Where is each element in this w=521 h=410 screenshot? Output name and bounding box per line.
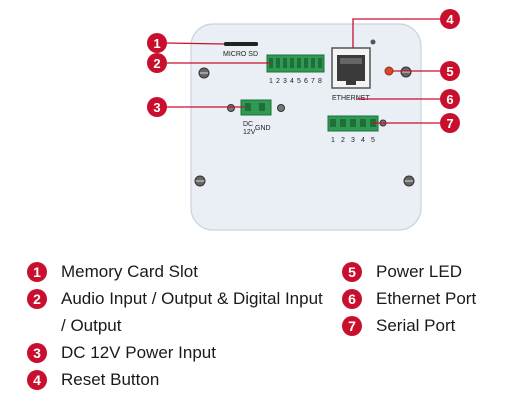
legend-label-4: Reset Button xyxy=(61,370,160,389)
terminal-screw xyxy=(297,58,301,68)
micro-sd-slot xyxy=(224,42,258,46)
legend-badge-4: 4 xyxy=(27,370,47,390)
screw-icon xyxy=(277,104,285,112)
legend-left-column: 1 Memory Card Slot 2 Audio Input / Outpu… xyxy=(27,258,327,393)
legend-item-dc-power: 3 DC 12V Power Input xyxy=(27,339,327,366)
svg-text:5: 5 xyxy=(446,64,453,79)
pin-number-label: 1 xyxy=(331,137,335,144)
pin-number-label: 8 xyxy=(318,78,322,85)
svg-text:6: 6 xyxy=(446,92,453,107)
callout-badge-7: 7 xyxy=(440,113,460,133)
legend-badge-1: 1 xyxy=(27,262,47,282)
legend-item-serial-port: 7 Serial Port xyxy=(342,312,517,339)
svg-text:1: 1 xyxy=(153,36,160,51)
pin-number-label: 3 xyxy=(283,78,287,85)
legend-badge-6: 6 xyxy=(342,289,362,309)
leader-line-4 xyxy=(352,18,440,48)
callout-badge-3: 3 xyxy=(147,97,167,117)
pin-number-label: 7 xyxy=(311,78,315,85)
pin-number-label: 4 xyxy=(290,78,294,85)
terminal-screw xyxy=(304,58,308,68)
callout-badge-4: 4 xyxy=(440,9,460,29)
terminal-screw xyxy=(340,119,346,127)
pin-number-label: 6 xyxy=(304,78,308,85)
terminal-screw xyxy=(360,119,366,127)
micro-sd-label: MICRO SD xyxy=(223,51,258,58)
serial-port-terminal xyxy=(327,115,379,132)
svg-text:2: 2 xyxy=(153,56,160,71)
terminal-screw xyxy=(318,58,322,68)
screw-icon xyxy=(227,104,235,112)
legend-label-2: Audio Input / Output & Digital Input / O… xyxy=(61,289,323,335)
legend-item-audio-io: 2 Audio Input / Output & Digital Input /… xyxy=(27,285,327,339)
legend-item-reset-button: 4 Reset Button xyxy=(27,366,327,393)
callout-badge-5: 5 xyxy=(440,61,460,81)
pin-number-label: 4 xyxy=(361,137,365,144)
screw-icon xyxy=(403,175,415,187)
dc-power-terminal xyxy=(240,99,272,116)
pin-number-label: 2 xyxy=(341,137,345,144)
leader-line-1 xyxy=(166,42,225,45)
reset-button xyxy=(370,39,376,45)
ethernet-label: ETHERNET xyxy=(332,95,370,102)
audio-io-terminal xyxy=(266,54,325,73)
terminal-screw xyxy=(290,58,294,68)
callout-badge-1: 1 xyxy=(147,33,167,53)
legend-label-3: DC 12V Power Input xyxy=(61,343,216,362)
terminal-screw xyxy=(276,58,280,68)
dc-label: DC xyxy=(243,121,253,128)
legend-label-7: Serial Port xyxy=(376,316,456,335)
legend-badge-3: 3 xyxy=(27,343,47,363)
callout-badge-2: 2 xyxy=(147,53,167,73)
callout-badge-6: 6 xyxy=(440,89,460,109)
svg-text:7: 7 xyxy=(446,116,453,131)
legend-badge-2: 2 xyxy=(27,289,47,309)
dc-voltage-label: 12V xyxy=(243,129,256,136)
legend-right-column: 5 Power LED 6 Ethernet Port 7 Serial Por… xyxy=(342,258,517,339)
screw-icon xyxy=(194,175,206,187)
terminal-screw xyxy=(330,119,336,127)
legend-item-memory-card-slot: 1 Memory Card Slot xyxy=(27,258,327,285)
ethernet-port xyxy=(331,47,371,89)
legend-label-6: Ethernet Port xyxy=(376,289,477,308)
screw-icon xyxy=(400,66,412,78)
svg-text:3: 3 xyxy=(153,100,160,115)
gnd-label: GND xyxy=(255,125,271,132)
terminal-screw xyxy=(350,119,356,127)
svg-text:4: 4 xyxy=(446,12,454,27)
pin-number-label: 2 xyxy=(276,78,280,85)
pin-number-label: 1 xyxy=(269,78,273,85)
legend-item-power-led: 5 Power LED xyxy=(342,258,517,285)
pin-number-label: 5 xyxy=(371,137,375,144)
legend-badge-5: 5 xyxy=(342,262,362,282)
legend-badge-7: 7 xyxy=(342,316,362,336)
legend-label-1: Memory Card Slot xyxy=(61,262,198,281)
terminal-screw xyxy=(283,58,287,68)
legend-label-5: Power LED xyxy=(376,262,462,281)
pin-number-label: 3 xyxy=(351,137,355,144)
screw-icon xyxy=(198,67,210,79)
terminal-screw xyxy=(269,58,273,68)
pin-number-label: 5 xyxy=(297,78,301,85)
terminal-screw xyxy=(311,58,315,68)
legend-item-ethernet-port: 6 Ethernet Port xyxy=(342,285,517,312)
power-led xyxy=(384,66,394,76)
